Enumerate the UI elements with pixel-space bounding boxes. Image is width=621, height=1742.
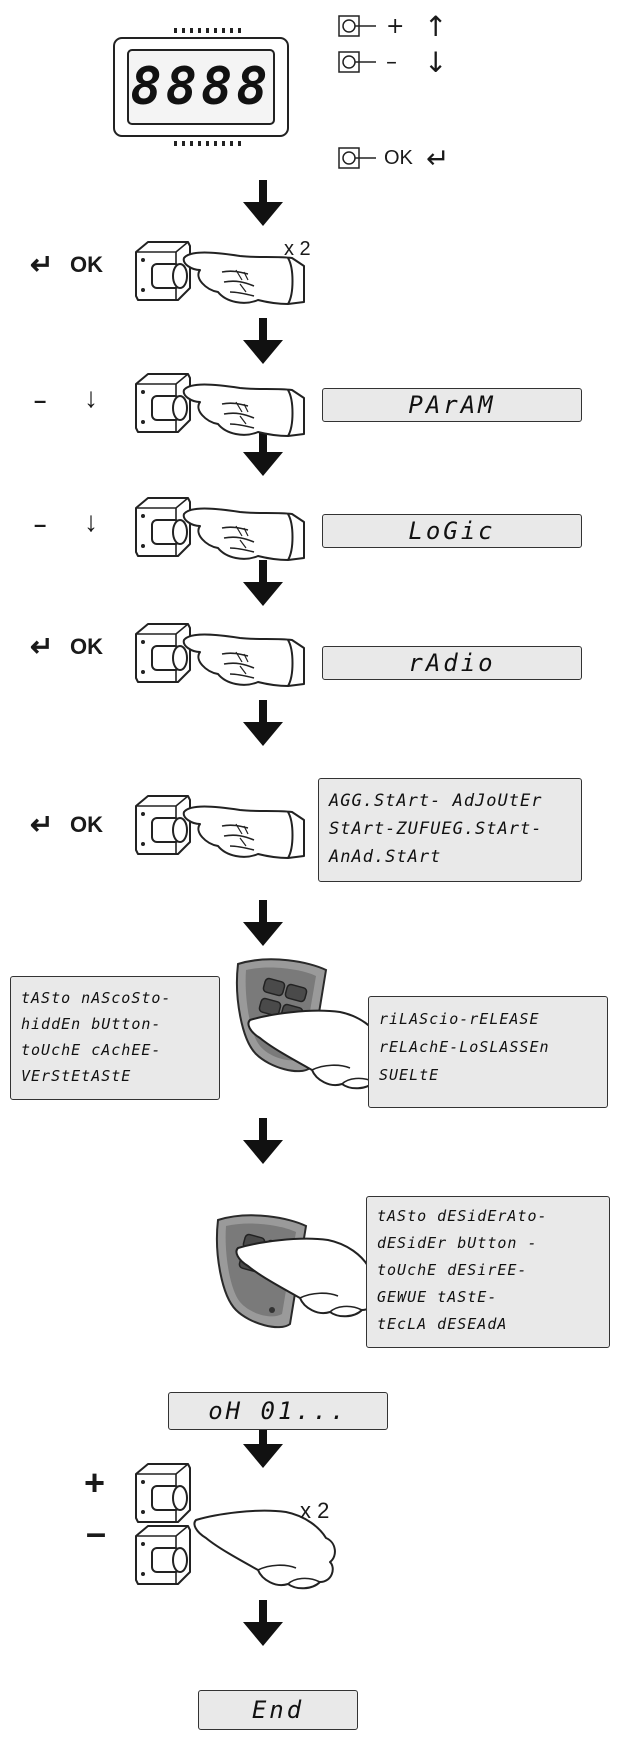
- lcd-line: riLAScio-rELEASE: [379, 1010, 540, 1028]
- lcd-line: StArt-ZUFUEG.StArt-: [329, 819, 543, 839]
- arrow-down-icon: [243, 700, 283, 746]
- step9: + – x 2: [0, 1460, 621, 1600]
- lcd-screen: oH 01...: [168, 1392, 388, 1430]
- pointing-hand-icon: [182, 507, 305, 561]
- enter-arrow-icon: ↵: [426, 142, 450, 175]
- pointing-hand-icon: [182, 633, 305, 687]
- lcd-line: tASto nAScoSto-: [21, 989, 172, 1007]
- lcd-line: VErStEtAStE: [21, 1067, 132, 1085]
- enter-arrow-icon: ↵: [30, 631, 54, 662]
- arrow-down-icon: [243, 180, 283, 226]
- lcd-screen: tASto dESidErAto- dESidEr bUtton - toUch…: [366, 1196, 610, 1348]
- step4: ↵ OK rAdio: [0, 616, 621, 696]
- push-button-icon: [135, 1525, 191, 1585]
- lcd-line: toUchE cAchEE-: [21, 1041, 162, 1059]
- lcd-screen: AGG.StArt- AdJoUtEr StArt-ZUFUEG.StArt- …: [318, 778, 582, 882]
- key-plus-button-icon: [338, 15, 376, 37]
- lcd-line: toUchE dESirEE-: [377, 1261, 528, 1279]
- arrow-down-icon: [243, 900, 283, 946]
- pointing-hand-icon: [182, 383, 305, 437]
- lcd-screen: tASto nAScoSto- hiddEn bUtton- toUchE cA…: [10, 976, 220, 1100]
- pointing-hand-icon: [235, 1237, 378, 1318]
- lcd-line: GEWUE tAStE-: [377, 1288, 498, 1306]
- lcd-line: hiddEn bUtton-: [21, 1015, 162, 1033]
- display-frame: [113, 28, 289, 146]
- key-minus-button-icon: [338, 51, 376, 73]
- key-ok-label: OK: [384, 147, 413, 169]
- key-plus-row: + ↑: [338, 10, 478, 44]
- lcd-screen: LoGic: [322, 514, 582, 548]
- step3: – ↓ LoGic: [0, 490, 621, 570]
- arrow-down-icon: ↓: [84, 382, 98, 413]
- lcd-screen: riLAScio-rELEASE rELAchE-LoSLASSEn SUELt…: [368, 996, 608, 1108]
- ok-key-label: OK: [70, 812, 103, 837]
- minus-key-label: –: [34, 388, 47, 413]
- lcd-line: tEcLA dESEAdA: [377, 1315, 508, 1333]
- step1: ↵ OK x 2: [0, 230, 621, 320]
- plus-key-label: +: [84, 1462, 106, 1503]
- pointing-hand-icon: [182, 805, 305, 859]
- enter-arrow-icon: ↵: [30, 249, 54, 280]
- lcd-line: SUELtE: [379, 1066, 440, 1084]
- arrow-up-icon: ↑: [424, 10, 448, 43]
- display-digits: 8888: [130, 57, 272, 117]
- lcd-screen: rAdio: [322, 646, 582, 680]
- key-minus-symbol: –: [386, 50, 397, 75]
- key-minus-row: – ↓: [338, 46, 478, 80]
- display-panel: 8888: [112, 28, 290, 146]
- minus-key-label: –: [86, 1512, 107, 1553]
- minus-key-label: –: [34, 512, 47, 537]
- ok-key-label: OK: [70, 634, 103, 659]
- key-ok-button-icon: [338, 147, 376, 169]
- repeat-count: x 2: [300, 1498, 330, 1523]
- lcd-line: dESidEr bUtton -: [377, 1234, 538, 1252]
- lcd-screen: End: [198, 1690, 358, 1730]
- push-button-icon: [135, 1463, 191, 1523]
- step5: ↵ OK AGG.StArt- AdJoUtEr StArt-ZUFUEG.St…: [0, 778, 621, 888]
- lcd-line: tASto dESidErAto-: [377, 1207, 548, 1225]
- repeat-count: x 2: [284, 238, 311, 260]
- lcd-line: AGG.StArt- AdJoUtEr: [329, 791, 543, 811]
- lcd-screen: PArAM: [322, 388, 582, 422]
- ok-key-label: OK: [70, 252, 103, 277]
- arrow-down-icon: ↓: [84, 506, 98, 537]
- step2: – ↓ PArAM: [0, 366, 621, 446]
- key-plus-symbol: +: [386, 14, 405, 39]
- step6: tASto nAScoSto- hiddEn bUtton- toUchE cA…: [0, 958, 621, 1128]
- arrow-down-icon: ↓: [424, 46, 448, 79]
- lcd-line: AnAd.StArt: [329, 847, 442, 867]
- step7: tASto dESidErAto- dESidEr bUtton - toUch…: [0, 1196, 621, 1348]
- arrow-down-icon: [243, 1600, 283, 1646]
- lcd-line: rELAchE-LoSLASSEn: [379, 1038, 550, 1056]
- enter-arrow-icon: ↵: [30, 809, 54, 840]
- key-ok-row: OK ↵: [338, 142, 488, 176]
